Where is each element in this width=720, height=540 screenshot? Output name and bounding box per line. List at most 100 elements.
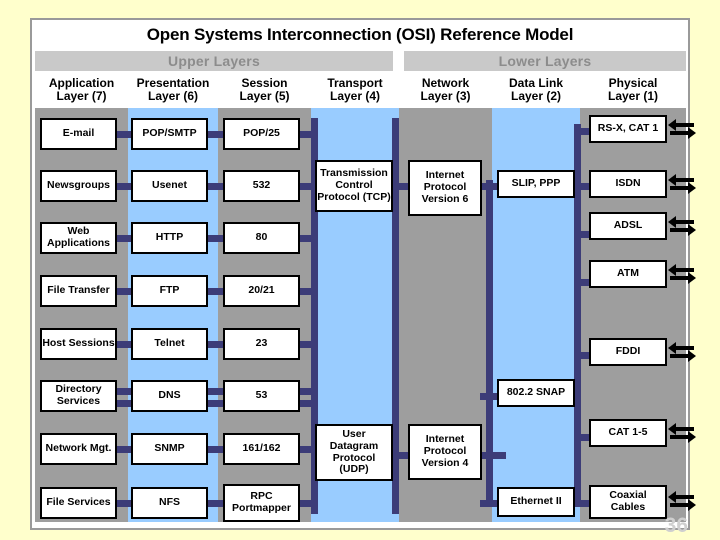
bidirectional-arrow-icon [668,422,696,444]
layer-name: Application [48,76,115,91]
connector-ipv4-8022snap [480,393,506,400]
protocol-box-physical[interactable]: ISDN [589,170,667,198]
page-number: 36 [664,514,688,537]
connector-pres-session [204,400,228,407]
bidirectional-arrow-icon [668,263,696,285]
connector-ipv4-datalink [480,452,506,459]
protocol-box-session[interactable]: 80 [223,222,300,254]
protocol-box-application[interactable]: Newsgroups [40,170,117,202]
connector-udp-ipv4 [392,452,414,459]
layer-name: Data Link [508,76,563,91]
lower-layers-label: Lower Layers [498,53,592,69]
protocol-box-datalink[interactable]: 802.2 SNAP [497,379,575,407]
connector-pres-session [204,235,228,242]
layer-number: Layer (7) [56,89,107,103]
layer-number: Layer (3) [420,89,471,103]
protocol-box-datalink[interactable]: Ethernet II [497,487,575,517]
connector-app-pres [112,500,136,507]
connector-app-pres [112,341,136,348]
connector-app-pres [112,131,136,138]
protocol-box-transport[interactable]: User Datagram Protocol (UDP) [315,424,393,481]
protocol-box-physical[interactable]: RS-X, CAT 1 [589,115,667,143]
connector-app-pres [112,288,136,295]
protocol-box-presentation[interactable]: Usenet [131,170,208,202]
layer-number: Layer (1) [607,89,659,103]
bidirectional-arrow-icon [668,173,696,195]
protocol-box-physical[interactable]: ATM [589,260,667,288]
layer-number: Layer (5) [239,89,290,103]
upper-layers-band: Upper Layers [35,51,393,71]
protocol-box-application[interactable]: File Transfer [40,275,117,307]
connector-app-pres [112,388,136,395]
protocol-box-presentation[interactable]: POP/SMTP [131,118,208,150]
protocol-box-session[interactable]: POP/25 [223,118,300,150]
protocol-box-network[interactable]: Internet Protocol Version 6 [408,160,482,216]
bus-network-datalink [486,180,493,505]
protocol-box-application[interactable]: E-mail [40,118,117,150]
protocol-box-application[interactable]: Web Applications [40,222,117,254]
protocol-box-presentation[interactable]: NFS [131,487,208,519]
protocol-box-physical[interactable]: FDDI [589,338,667,366]
upper-layers-label: Upper Layers [168,53,260,69]
connector-pres-session [204,131,228,138]
layer-number: Layer (2) [510,89,562,103]
protocol-box-presentation[interactable]: FTP [131,275,208,307]
protocol-box-transport[interactable]: Transmission Control Protocol (TCP) [315,160,393,212]
connector-pres-session [204,500,228,507]
layer-header-presentation: Presentation Layer (6) [128,73,218,107]
connector-physical-stub [574,183,596,190]
bidirectional-arrow-icon [668,215,696,237]
connector-pres-session [204,388,228,395]
protocol-box-session[interactable]: 20/21 [223,275,300,307]
connector-app-pres [112,400,136,407]
protocol-box-physical[interactable]: ADSL [589,212,667,240]
protocol-box-physical[interactable]: CAT 1-5 [589,419,667,447]
protocol-box-application[interactable]: Network Mgt. [40,433,117,465]
protocol-box-presentation[interactable]: HTTP [131,222,208,254]
bus-datalink-physical [574,124,581,504]
page-title: Open Systems Interconnection (OSI) Refer… [34,21,686,48]
layer-name: Presentation [136,76,210,91]
layer-header-datalink: Data Link Layer (2) [492,73,580,107]
protocol-box-session[interactable]: RPC Portmapper [223,484,300,522]
layer-name: Physical [608,76,658,91]
connector-app-pres [112,183,136,190]
connector-physical-stub [574,231,596,238]
connector-session-udp [296,446,318,453]
protocol-box-application[interactable]: Host Sessions [40,328,117,360]
layer-header-row: Application Layer (7) Presentation Layer… [35,73,686,107]
connector-session-tcp [296,131,318,138]
connector-pres-session [204,288,228,295]
layer-header-application: Application Layer (7) [35,73,128,107]
layer-name: Transport [327,76,383,91]
connector-session-udp [296,400,318,407]
protocol-box-datalink[interactable]: SLIP, PPP [497,170,575,198]
protocol-box-session[interactable]: 23 [223,328,300,360]
lower-layers-band: Lower Layers [404,51,686,71]
protocol-box-presentation[interactable]: Telnet [131,328,208,360]
connector-pres-session [204,183,228,190]
connector-session-tcp [296,183,318,190]
connector-physical-stub [574,434,596,441]
protocol-box-application[interactable]: Directory Services [40,380,117,412]
protocol-box-session[interactable]: 161/162 [223,433,300,465]
bidirectional-arrow-icon [668,341,696,363]
connector-ipv4-ethernet [480,500,506,507]
protocol-box-session[interactable]: 53 [223,380,300,412]
protocol-box-session[interactable]: 532 [223,170,300,202]
protocol-box-presentation[interactable]: SNMP [131,433,208,465]
connector-app-pres [112,446,136,453]
protocol-box-application[interactable]: File Services [40,487,117,519]
bus-session-transport [311,118,318,514]
connector-physical-stub [574,279,596,286]
connector-app-pres [112,235,136,242]
connector-physical-stub [574,352,596,359]
protocol-box-network[interactable]: Internet Protocol Version 4 [408,424,482,480]
protocol-box-presentation[interactable]: DNS [131,380,208,412]
layer-header-physical: Physical Layer (1) [580,73,686,107]
protocol-box-physical[interactable]: Coaxial Cables [589,485,667,519]
bidirectional-arrow-icon [668,490,696,512]
bus-transport-network [392,118,399,514]
layer-header-transport: Transport Layer (4) [311,73,399,107]
